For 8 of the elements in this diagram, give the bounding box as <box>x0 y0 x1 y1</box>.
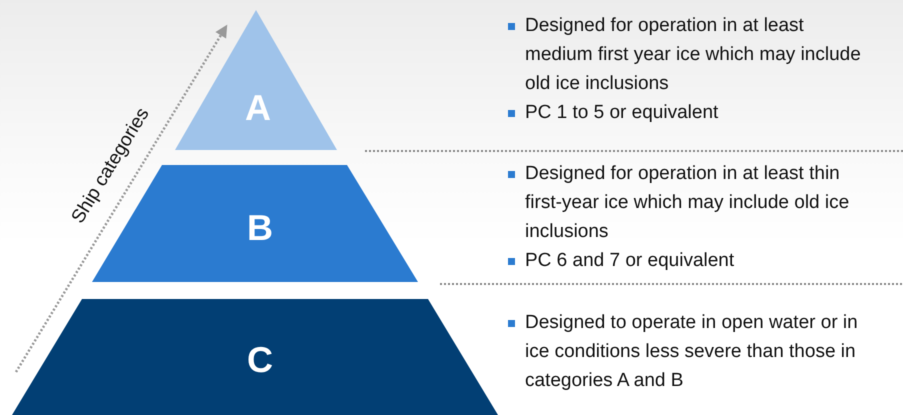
bullet-text: Designed to operate in open water or in ice conditions less severe than those in categories A and B <box>525 312 858 391</box>
tier-letter: C <box>247 340 273 380</box>
tier-letter: A <box>245 88 271 128</box>
bullet-text: PC 6 and 7 or equivalent <box>525 250 734 271</box>
tier-letter: B <box>247 208 273 248</box>
bullet-text: PC 1 to 5 or equivalent <box>525 102 718 123</box>
bullet-text: Designed for operation in at least medium first year ice which may include old ice inclusions <box>525 15 861 94</box>
bullet-text: Designed for operation in at least thin first-year ice which may include old ice inclusions <box>525 163 850 242</box>
